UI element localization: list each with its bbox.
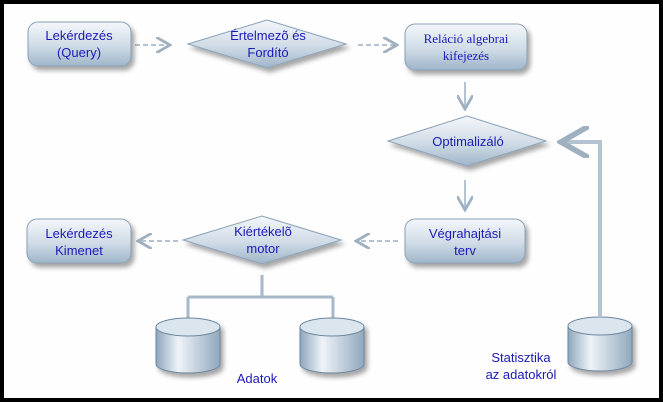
connectors (135, 45, 602, 318)
optimizer-node-label: Optimalizáló (432, 134, 504, 149)
plan-node-line1: Végrahajtási (429, 226, 501, 241)
parser-node (186, 19, 348, 69)
optimizer-node (386, 115, 548, 167)
output-node-line1: Lekérdezés (45, 226, 113, 241)
engine-node (181, 215, 343, 265)
statistics-cylinder (567, 316, 633, 372)
database-cylinder-left (155, 317, 221, 374)
arrow-stats-to-optimizer (565, 142, 602, 316)
relalg-node (404, 23, 528, 71)
relalg-node-line2: kifejezés (443, 48, 489, 63)
database-cylinder-right (299, 317, 365, 374)
plan-node-line2: terv (454, 243, 476, 258)
engine-node-line2: motor (246, 241, 280, 256)
data-label: Adatok (237, 371, 278, 386)
relalg-node-line1: Reláció algebrai (424, 31, 509, 46)
query-node-line1: Lekérdezés (45, 28, 113, 43)
engine-node-line1: Kiértékelõ (234, 224, 292, 239)
output-node (26, 218, 132, 264)
stats-label-line2: az adatokról (486, 367, 557, 382)
parser-node-line2: Fordító (247, 45, 288, 60)
stats-label-line1: Statisztika (491, 350, 551, 365)
plan-node (404, 218, 526, 264)
parser-node-line1: Értelmezõ és (230, 28, 306, 43)
query-node-line2: (Query) (57, 45, 101, 60)
output-node-line2: Kimenet (55, 243, 103, 258)
query-node (27, 21, 132, 67)
